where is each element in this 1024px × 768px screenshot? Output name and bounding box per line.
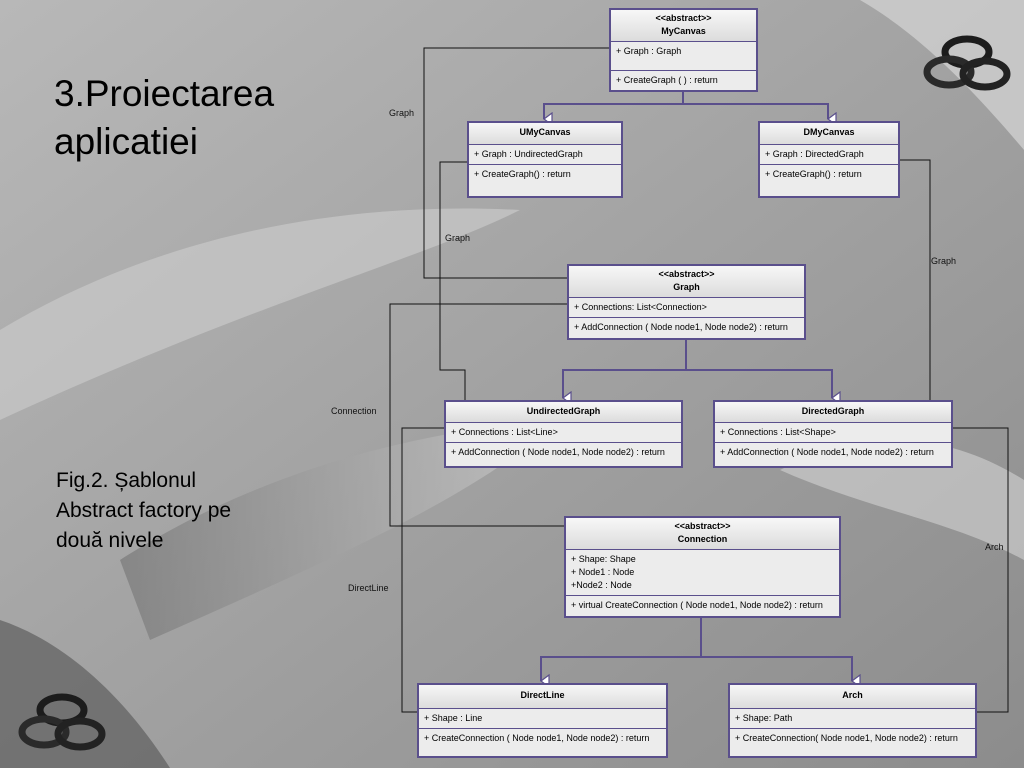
class-graph[interactable]: <<abstract>> Graph + Connections: List<C… [567, 264, 806, 340]
class-attribute: + Shape: Path [735, 713, 793, 723]
class-operations: + AddConnection ( Node node1, Node node2… [715, 443, 951, 462]
class-operation: + CreateGraph() : return [474, 169, 571, 179]
class-attribute: + Graph : Graph [616, 46, 682, 56]
class-name: MyCanvas [661, 26, 706, 36]
class-stereotype: <<abstract>> [655, 13, 712, 23]
class-name: DirectedGraph [801, 406, 865, 416]
class-stereotype: <<abstract>> [658, 269, 715, 279]
class-operation: + AddConnection ( Node node1, Node node2… [574, 322, 788, 332]
class-header: DirectedGraph [715, 402, 951, 423]
interlocked-rings-icon [18, 693, 106, 751]
class-attribute: + Graph : UndirectedGraph [474, 149, 583, 159]
class-dmycanvas[interactable]: DMyCanvas + Graph : DirectedGraph + Crea… [758, 121, 900, 198]
class-attributes: + Graph : UndirectedGraph [469, 145, 621, 165]
class-mycanvas[interactable]: <<abstract>> MyCanvas + Graph : Graph + … [609, 8, 758, 92]
class-name: Arch [842, 690, 863, 700]
caption-line: Abstract factory pe [56, 499, 232, 522]
class-operations: + virtual CreateConnection ( Node node1,… [566, 596, 839, 615]
class-operations: + CreateGraph() : return [469, 165, 621, 184]
class-header: <<abstract>> Graph [569, 266, 804, 298]
class-name: Connection [677, 534, 728, 544]
class-header: UMyCanvas [469, 123, 621, 145]
class-attributes: + Shape: Path [730, 709, 975, 729]
class-operation: + virtual CreateConnection ( Node node1,… [571, 600, 823, 610]
class-name: DMyCanvas [803, 127, 855, 137]
class-attributes: + Connections : List<Line> [446, 423, 681, 443]
class-name: UMyCanvas [519, 127, 571, 137]
slide-title: 3.Proiectarea aplicatiei [54, 70, 374, 166]
class-operation: + CreateConnection( Node node1, Node nod… [735, 733, 958, 743]
slide-title-line: 3.Proiectarea [54, 73, 275, 114]
association-label: Graph [445, 233, 471, 243]
class-name: Graph [673, 282, 700, 292]
class-header: Arch [730, 685, 975, 709]
association-label: Graph [931, 256, 957, 266]
class-attributes: + Graph : DirectedGraph [760, 145, 898, 165]
class-operation: + CreateConnection ( Node node1, Node no… [424, 733, 650, 743]
class-attribute: + Shape : Line [424, 713, 483, 723]
class-operation: + AddConnection ( Node node1, Node node2… [451, 447, 665, 457]
class-operations: + CreateConnection( Node node1, Node nod… [730, 729, 975, 748]
figure-caption: Fig.2. Șablonul Abstract factory pe două… [56, 466, 296, 556]
class-attributes: + Connections: List<Connection> [569, 298, 804, 318]
caption-line: două nivele [56, 529, 164, 552]
class-header: <<abstract>> Connection [566, 518, 839, 550]
class-arch[interactable]: Arch + Shape: Path + CreateConnection( N… [728, 683, 977, 758]
class-attributes: + Connections : List<Shape> [715, 423, 951, 443]
class-umycanvas[interactable]: UMyCanvas + Graph : UndirectedGraph + Cr… [467, 121, 623, 198]
class-directedgraph[interactable]: DirectedGraph + Connections : List<Shape… [713, 400, 953, 468]
class-attribute: + Connections : List<Shape> [720, 427, 836, 437]
class-operations: + AddConnection ( Node node1, Node node2… [569, 318, 804, 337]
class-attribute: + Graph : DirectedGraph [765, 149, 864, 159]
class-attributes: + Graph : Graph [611, 42, 756, 71]
interlocked-rings-icon [923, 35, 1011, 91]
class-operation: + CreateGraph() : return [765, 169, 862, 179]
class-operations: + CreateConnection ( Node node1, Node no… [419, 729, 666, 748]
association-label: Graph [389, 108, 415, 118]
class-operations: + CreateGraph() : return [760, 165, 898, 184]
class-operation: + AddConnection ( Node node1, Node node2… [720, 447, 934, 457]
class-header: UndirectedGraph [446, 402, 681, 423]
association-label: Arch [985, 542, 1004, 552]
class-attribute: +Node2 : Node [571, 580, 632, 590]
caption-line: Fig.2. Șablonul [56, 469, 197, 492]
class-attribute: + Connections: List<Connection> [574, 302, 707, 312]
class-header: DirectLine [419, 685, 666, 709]
association-label: Connection [331, 406, 377, 416]
class-operations: + CreateGraph ( ) : return [611, 71, 756, 90]
class-attributes: + Shape : Line [419, 709, 666, 729]
class-stereotype: <<abstract>> [674, 521, 731, 531]
class-connection[interactable]: <<abstract>> Connection + Shape: Shape +… [564, 516, 841, 618]
class-name: DirectLine [520, 690, 565, 700]
class-attribute: + Shape: Shape [571, 554, 636, 564]
association-label: DirectLine [348, 583, 389, 593]
class-directline[interactable]: DirectLine + Shape : Line + CreateConnec… [417, 683, 668, 758]
class-operations: + AddConnection ( Node node1, Node node2… [446, 443, 681, 462]
class-name: UndirectedGraph [526, 406, 601, 416]
slide-title-line: aplicatiei [54, 121, 198, 162]
class-undirectedgraph[interactable]: UndirectedGraph + Connections : List<Lin… [444, 400, 683, 468]
class-header: <<abstract>> MyCanvas [611, 10, 756, 42]
class-operation: + CreateGraph ( ) : return [616, 75, 718, 85]
class-attribute: + Connections : List<Line> [451, 427, 558, 437]
class-attribute: + Node1 : Node [571, 567, 635, 577]
class-attributes: + Shape: Shape + Node1 : Node +Node2 : N… [566, 550, 839, 596]
class-header: DMyCanvas [760, 123, 898, 145]
